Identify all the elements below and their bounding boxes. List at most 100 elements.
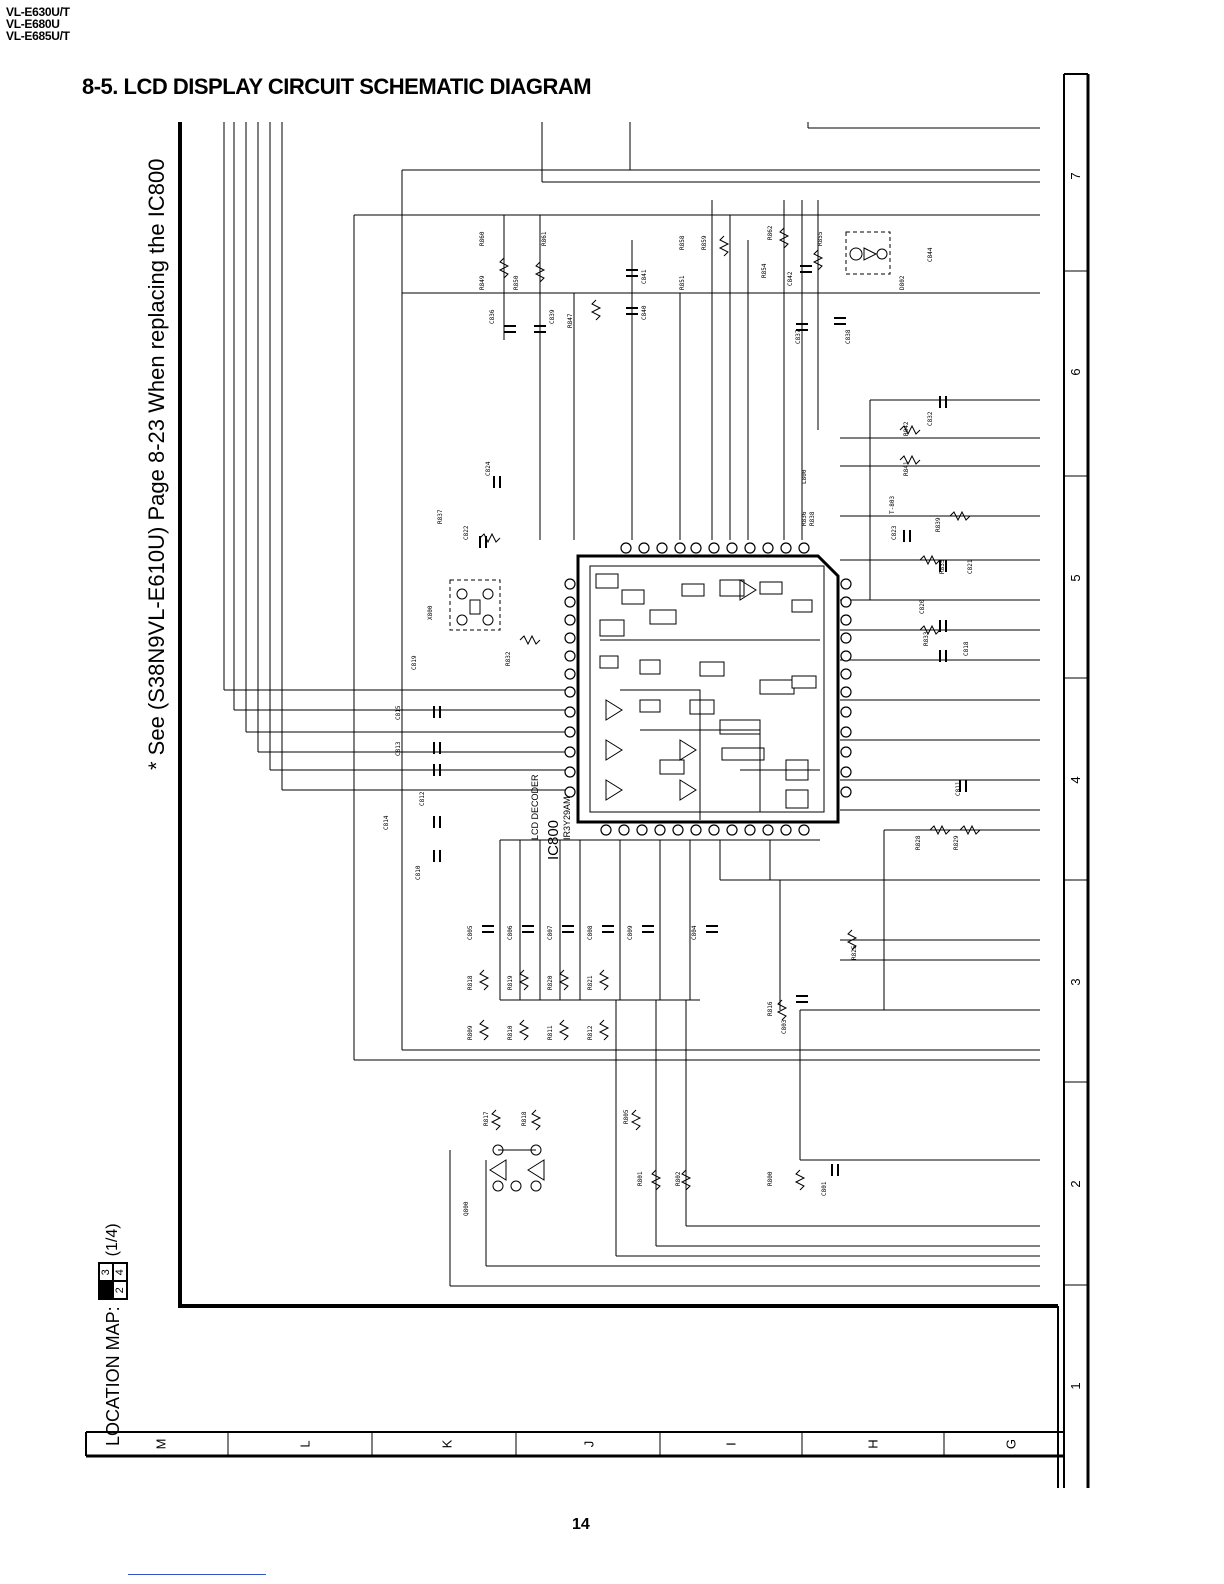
grid-row-number: 7 xyxy=(1068,172,1083,179)
component-label: R805 xyxy=(623,1109,630,1124)
passive-components xyxy=(478,227,981,1191)
component-label: C820 xyxy=(919,599,926,614)
transistor-q800 xyxy=(489,1144,545,1192)
grid-row-number: 6 xyxy=(1068,368,1083,375)
model-name: VL-E685U/T xyxy=(6,29,70,43)
component-label: R819 xyxy=(507,975,514,990)
ic-function-label: LCD DECODER xyxy=(530,774,540,840)
component-label: R828 xyxy=(915,835,922,850)
component-label: R809 xyxy=(467,1025,474,1040)
component-label: R802 xyxy=(675,1171,682,1186)
grid-row-number: 3 xyxy=(1068,978,1083,985)
grid-row-number: 5 xyxy=(1068,574,1083,581)
component-label: C822 xyxy=(463,525,470,540)
component-label: L800 xyxy=(801,469,808,484)
component-label: C812 xyxy=(419,791,426,806)
component-label: R847 xyxy=(567,313,574,328)
component-label: R841 xyxy=(903,461,910,476)
diode-d802 xyxy=(845,231,891,275)
component-label: R849 xyxy=(479,275,486,290)
component-label: C824 xyxy=(485,461,492,476)
grid-column-letter: K xyxy=(439,1439,454,1448)
component-label: X800 xyxy=(427,605,434,620)
component-label: R861 xyxy=(541,231,548,246)
grid-row-number: 2 xyxy=(1068,1180,1083,1187)
component-label: R839 xyxy=(935,517,942,532)
component-label: C836 xyxy=(489,309,496,324)
component-label: C810 xyxy=(415,865,422,880)
capacitors xyxy=(433,265,967,1176)
model-name: VL-E630U/T xyxy=(6,5,70,19)
component-label: C840 xyxy=(641,305,648,320)
component-label: C841 xyxy=(641,269,648,284)
component-label: R829 xyxy=(953,835,960,850)
component-label: T-803 xyxy=(889,496,896,514)
model-name: VL-E680U xyxy=(6,17,60,31)
component-label: D802 xyxy=(899,275,906,290)
component-label: R837 xyxy=(437,509,444,524)
component-label: R859 xyxy=(701,235,708,250)
component-label: R816 xyxy=(767,1001,774,1016)
component-label: R833 xyxy=(923,631,930,646)
component-label: R818 xyxy=(521,1111,528,1126)
component-label: C832 xyxy=(927,411,934,426)
component-label: R818 xyxy=(467,975,474,990)
page-number: 14 xyxy=(572,1516,590,1533)
component-label: R860 xyxy=(479,231,486,246)
grid-row-number: 1 xyxy=(1068,1382,1083,1389)
component-label: R817 xyxy=(483,1111,490,1126)
component-label: R842 xyxy=(903,421,910,436)
component-label: R811 xyxy=(547,1025,554,1040)
grid-row-number: 4 xyxy=(1068,776,1083,783)
component-label: C801 xyxy=(821,1181,828,1196)
component-label: C804 xyxy=(691,925,698,940)
page-title: 8-5. LCD DISPLAY CIRCUIT SCHEMATIC DIAGR… xyxy=(82,74,592,99)
ic-ref-label: IC800 xyxy=(545,820,562,860)
component-label: C838 xyxy=(845,329,852,344)
crystal-x800 xyxy=(449,579,501,631)
component-label: R800 xyxy=(767,1171,774,1186)
component-label: C803 xyxy=(781,1019,788,1034)
grid-column-letter: I xyxy=(723,1442,738,1446)
component-label: R855 xyxy=(817,231,824,246)
component-label: R820 xyxy=(547,975,554,990)
ic-part-label: IR3Y29AM xyxy=(562,796,572,840)
component-label: R858 xyxy=(679,235,686,250)
component-labels: R849 R850 R851 R858 R859 R860 R861 R862 … xyxy=(383,225,974,1216)
component-label: R812 xyxy=(587,1025,594,1040)
component-label: R862 xyxy=(767,225,774,240)
component-label: C823 xyxy=(891,525,898,540)
grid-column-letter: J xyxy=(581,1441,596,1448)
component-label: C821 xyxy=(967,559,974,574)
model-list: VL-E630U/T VL-E680U VL-E685U/T xyxy=(6,6,70,42)
component-label: R854 xyxy=(761,263,768,278)
component-label: R825 xyxy=(851,945,858,960)
component-label: R801 xyxy=(637,1171,644,1186)
component-label: C813 xyxy=(395,741,402,756)
component-label: C807 xyxy=(547,925,554,940)
component-label: R835 xyxy=(939,559,946,574)
grid-column-letter: G xyxy=(1003,1439,1018,1449)
component-label: C818 xyxy=(963,641,970,656)
component-label: R850 xyxy=(513,275,520,290)
component-label: R851 xyxy=(679,275,686,290)
component-label: C839 xyxy=(549,309,556,324)
component-label: C844 xyxy=(927,247,934,262)
component-label: C811 xyxy=(955,781,962,796)
footer-rule xyxy=(128,1574,266,1575)
component-label: C837 xyxy=(795,329,802,344)
bus-wires xyxy=(223,122,1040,1287)
component-label: R821 xyxy=(587,975,594,990)
ic800-package: LCD DECODER IC800 IR3Y29AM xyxy=(530,542,852,860)
component-label: R836 xyxy=(801,511,808,526)
component-label: C805 xyxy=(467,925,474,940)
component-label: Q800 xyxy=(463,1201,470,1216)
component-label: C806 xyxy=(507,925,514,940)
component-label: R832 xyxy=(505,651,512,666)
component-label: C808 xyxy=(587,925,594,940)
component-label: R810 xyxy=(507,1025,514,1040)
grid-column-letter: H xyxy=(865,1439,880,1448)
component-label: C842 xyxy=(787,271,794,286)
grid-column-letter: M xyxy=(153,1439,168,1450)
